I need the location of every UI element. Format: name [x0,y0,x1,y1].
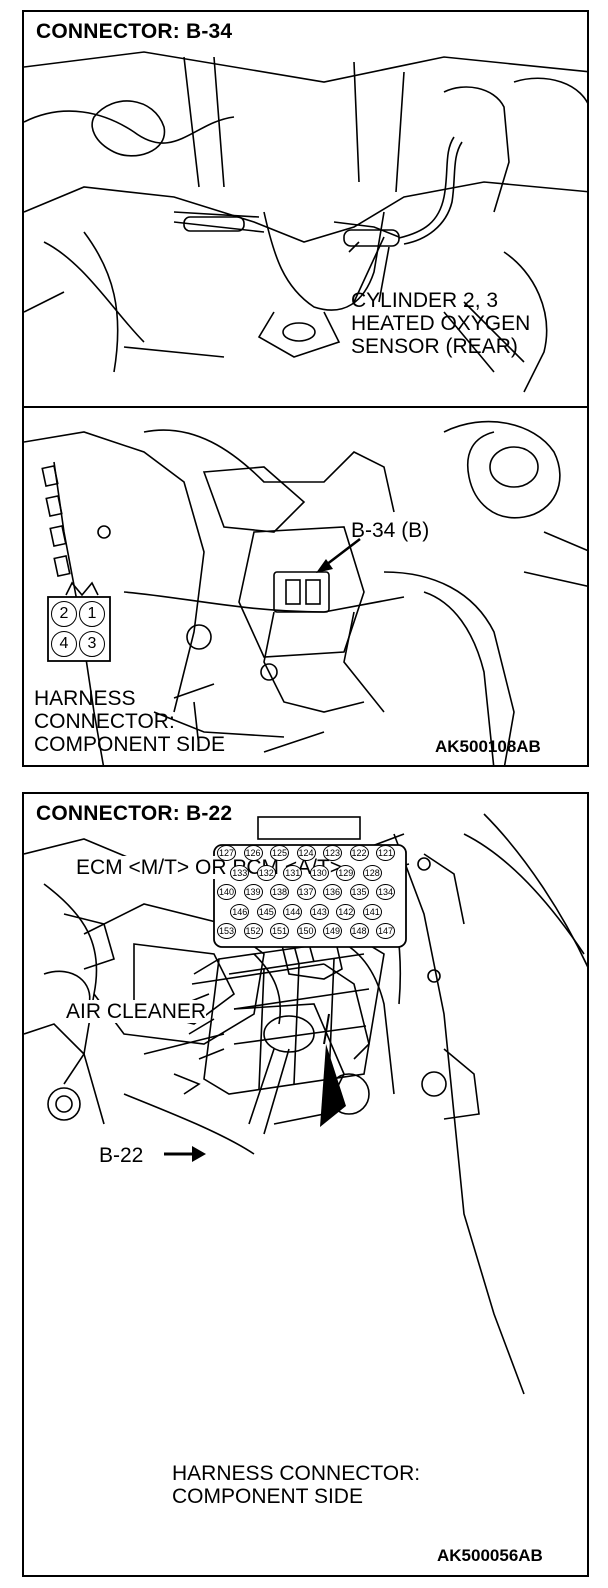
figure-code: AK500056AB [437,1546,543,1565]
sensor-label-line3: SENSOR (REAR) [351,335,518,358]
pin-142: 142 [336,903,356,920]
harness-label-line3: COMPONENT SIDE [34,733,225,756]
panel-title: CONNECTOR: B-22 [36,802,233,825]
harness-label-line2: CONNECTOR: [34,710,175,733]
pin-145: 145 [256,903,276,920]
pin-141: 141 [362,903,382,920]
pin-134: 134 [376,884,396,900]
pin-125: 125 [270,845,290,861]
pin-149: 149 [323,923,343,939]
connector-b34-callout: B-34 (B) [351,519,430,542]
sensor-label-line1: CYLINDER 2, 3 [351,289,499,312]
harness-label-line1: HARNESS CONNECTOR: [172,1462,421,1485]
pin-153: 153 [217,923,237,939]
pin-132: 132 [256,864,276,881]
pin-138: 138 [270,884,290,900]
pin-144: 144 [283,903,303,920]
pin-136: 136 [323,884,343,900]
harness-label-line2: COMPONENT SIDE [172,1485,363,1508]
pin-139: 139 [243,884,263,900]
pin-151: 151 [270,923,290,939]
pin-129: 129 [336,864,356,881]
pin-131: 131 [283,864,303,881]
pin-4: 4 [51,631,77,657]
pin-133: 133 [230,864,250,881]
pin-150: 150 [296,923,316,939]
pin-130: 130 [309,864,329,881]
connector-b22-callout: B-22 [99,1144,144,1167]
pin-128: 128 [362,864,382,881]
pin-123: 123 [323,845,343,861]
figure-code: AK500108AB [435,737,541,756]
engine-bay-illustration-b34 [24,51,587,765]
sensor-label-line2: HEATED OXYGEN [351,312,531,335]
pin-124: 124 [296,845,316,861]
pin-2: 2 [51,601,77,627]
connector-b22-panel: CONNECTOR: B-22 ECM <M/T> OR PCM <A/T> A… [22,792,589,1577]
pin-140: 140 [217,884,237,900]
pin-135: 135 [349,884,369,900]
pin-147: 147 [376,923,396,939]
pin-126: 126 [243,845,263,861]
pin-121: 121 [376,845,396,861]
connector-b34-panel: CONNECTOR: B-34 CYLINDER 2, 3 HEATED OXY… [22,10,589,767]
pin-146: 146 [230,903,250,920]
pin-152: 152 [243,923,263,939]
pin-1: 1 [79,601,105,627]
pin-122: 122 [349,845,369,861]
pin-127: 127 [217,845,237,861]
air-cleaner-label: AIR CLEANER [66,1000,207,1023]
pin-3: 3 [79,631,105,657]
engine-bay-illustration-b22 [24,813,587,1395]
pin-143: 143 [309,903,329,920]
pin-148: 148 [349,923,369,939]
pin-137: 137 [296,884,316,900]
harness-label-line1: HARNESS [34,687,136,710]
panel-title: CONNECTOR: B-34 [36,20,233,43]
